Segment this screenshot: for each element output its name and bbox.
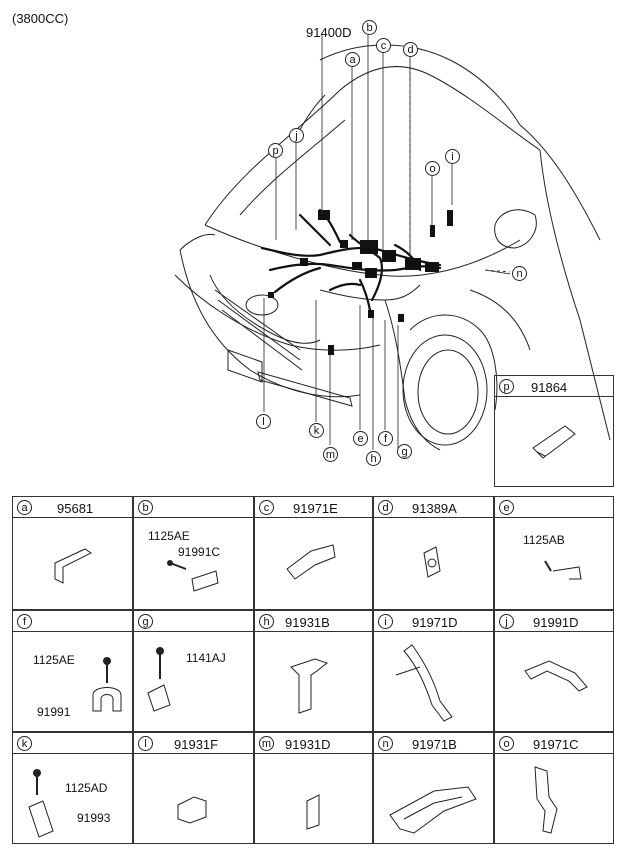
part-image-m [306,794,320,830]
part-image-i [395,644,453,722]
cell-part-h: 91931B [285,615,330,630]
part-cell-o: o 91971C [494,732,614,844]
callout-a: a [345,52,360,67]
cell-sub1-b: 1125AE [148,529,190,543]
part-cell-j: j 91991D [494,610,614,732]
part-image-n [389,786,477,834]
part-cell-k: k 1125AD 91993 [12,732,133,844]
cell-letter-j: j [499,614,514,629]
cell-sub1-g: 1141AJ [186,651,226,665]
cell-letter-a: a [17,500,32,515]
part-image-e [544,560,582,580]
cell-part-a: 95681 [57,501,94,516]
part-cell-c: c 91971E [254,496,373,610]
cell-letter-f: f [17,614,32,629]
callout-n: n [512,266,527,281]
callout-e: e [353,431,368,446]
part-image-d [423,546,441,578]
part-image-h [290,658,329,714]
part-image-o [534,766,558,834]
main-part-number: 91400D [306,25,352,40]
callout-d: d [403,42,418,57]
vehicle-illustration [174,30,611,451]
cell-letter-e: e [499,500,514,515]
callout-o: o [425,161,440,176]
part-cell-n: n 91971B [373,732,494,844]
part-image-c [286,544,336,580]
cell-sub2-k: 91993 [77,811,111,825]
part-cell-a: a 95681 [12,496,133,610]
cell-part-i: 91971D [412,615,458,630]
cell-part-c: 91971E [293,501,338,516]
cell-letter-k: k [17,736,32,751]
cell-sub2-f: 91991 [37,705,71,719]
part-image-k [28,769,54,838]
callout-b: b [362,20,377,35]
part-cell-p: p 91864 [494,375,614,487]
cell-letter-p: p [499,379,514,394]
cell-part-d: 91389A [412,501,457,516]
part-cell-f: f 1125AE 91991 [12,610,133,732]
cell-part-o: 91971C [533,737,579,752]
part-cell-b: b 1125AE 91991C [133,496,254,610]
cell-letter-b: b [138,500,153,515]
callout-j: j [289,128,304,143]
cell-letter-l: l [138,736,153,751]
part-image-l [177,796,207,824]
cell-sub2-b: 91991C [178,545,221,559]
engine-label: (3800CC) [12,11,69,26]
cell-part-j: 91991D [533,615,579,630]
cell-letter-o: o [499,736,514,751]
cell-letter-c: c [259,500,274,515]
callout-f: f [378,431,393,446]
cell-part-n: 91971B [412,737,457,752]
part-image-a [54,548,92,584]
cell-part-m: 91931D [285,737,331,752]
part-image-f [92,657,122,712]
callout-i: i [445,149,460,164]
part-cell-i: i 91971D [373,610,494,732]
callout-k: k [309,423,324,438]
part-cell-l: l 91931F [133,732,254,844]
cell-letter-d: d [378,500,393,515]
part-cell-m: m 91931D [254,732,373,844]
part-cell-h: h 91931B [254,610,373,732]
part-image-b [167,560,219,592]
cell-letter-m: m [259,736,274,751]
cell-letter-g: g [138,614,153,629]
cell-letter-i: i [378,614,393,629]
cell-part-l: 91931F [174,737,219,752]
cell-sub1-f: 1125AE [33,653,75,667]
cell-part-p: 91864 [531,380,568,395]
callout-m: m [323,447,338,462]
part-image-p [532,425,576,459]
callout-p: p [268,143,283,158]
part-cell-g: g 1141AJ [133,610,254,732]
callout-c: c [376,38,391,53]
cell-sub1-e: 1125AB [523,533,565,547]
part-image-g [147,647,171,712]
part-cell-d: d 91389A [373,496,494,610]
callout-g: g [397,444,412,459]
cell-letter-n: n [378,736,393,751]
part-cell-e: e 1125AB [494,496,614,610]
cell-letter-h: h [259,614,274,629]
part-image-j [524,660,588,692]
callout-h: h [366,451,381,466]
cell-sub1-k: 1125AD [65,781,108,795]
callout-l: l [256,414,271,429]
